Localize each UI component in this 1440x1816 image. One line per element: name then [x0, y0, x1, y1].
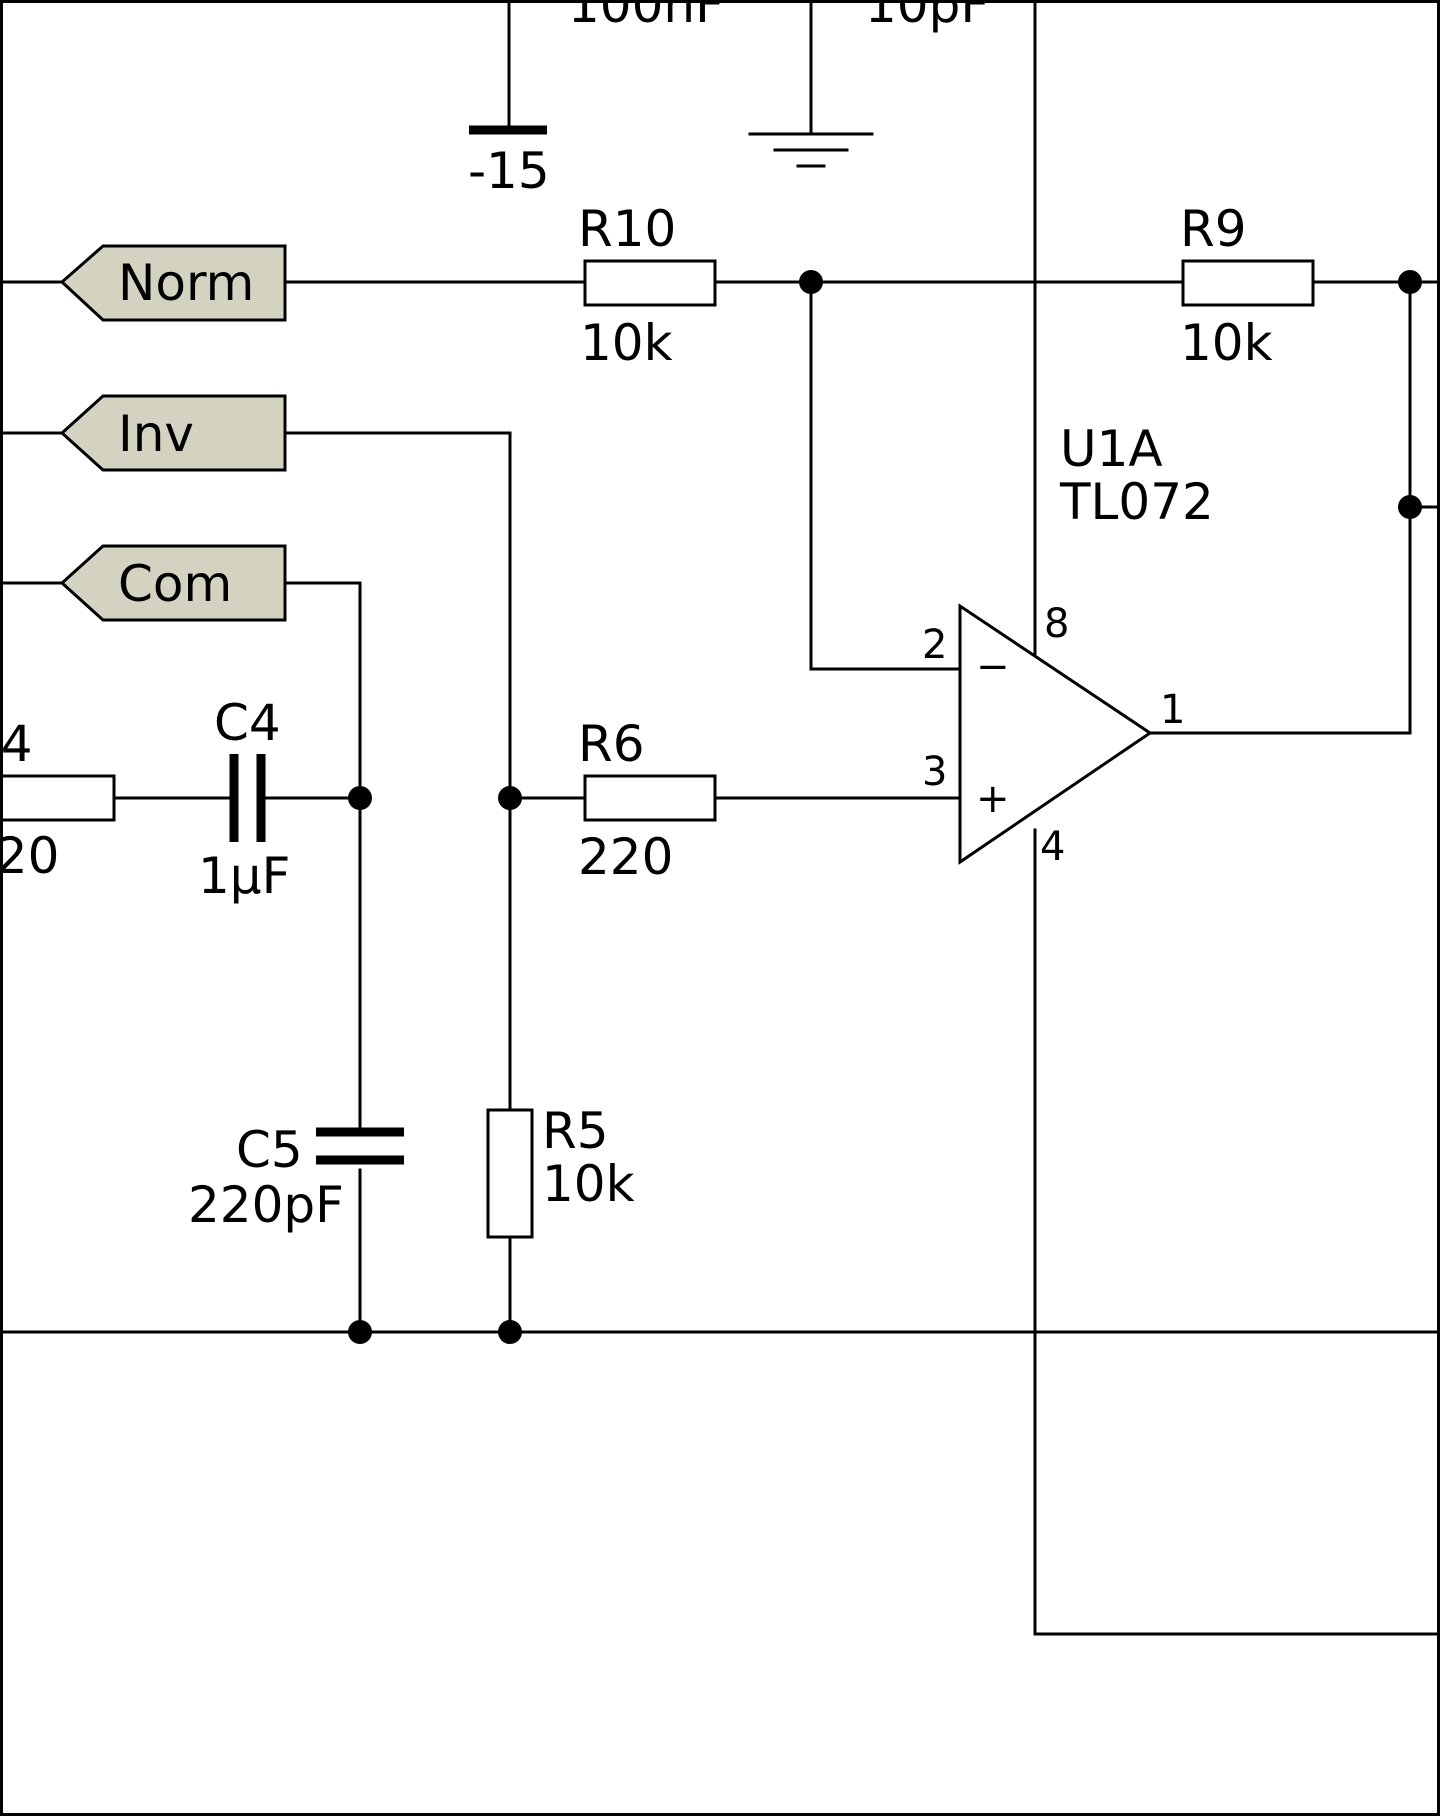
r6-ref: R6 [578, 715, 645, 773]
resistor-r10 [583, 259, 717, 307]
junction-c4-com [348, 786, 372, 810]
resistor-r5 [486, 1108, 534, 1239]
r10-ref: R10 [578, 200, 676, 258]
opamp-u1a [958, 603, 1412, 865]
opamp-plus-sign: + [976, 776, 1010, 822]
u1a-ref: U1A [1060, 420, 1163, 478]
resistor-r4 [0, 774, 116, 822]
r6-value: 220 [578, 828, 673, 886]
junction-r10-opamp [799, 270, 823, 294]
r10-value: 10k [580, 314, 673, 372]
c5-ref: C5 [236, 1121, 303, 1179]
resistor-r9 [1181, 259, 1315, 307]
top-cap-right-value: 10pF [865, 0, 989, 34]
negative-supply-symbol [469, 0, 547, 135]
opamp-pin-2: 2 [922, 622, 947, 668]
resistor-r6 [583, 774, 717, 822]
com-net-wire [0, 581, 362, 1334]
opamp-pin-4: 4 [1040, 824, 1065, 870]
net-label-com: Com [59, 544, 287, 622]
supply-rail-wire [1033, 0, 1440, 1636]
junction-c5-rail [348, 1320, 372, 1344]
r9-value: 10k [1180, 314, 1273, 372]
opamp-pin-1: 1 [1160, 687, 1185, 733]
r4-value: 220 [0, 827, 59, 885]
c4-value: 1µF [198, 847, 290, 905]
net-label-inv-text: Inv [118, 405, 194, 463]
negative-supply-label: -15 [468, 142, 550, 200]
r4-ref: R4 [0, 715, 33, 773]
opamp-pin-8: 8 [1044, 601, 1069, 647]
net-label-com-text: Com [118, 555, 232, 613]
junction-r5-rail [498, 1320, 522, 1344]
ground-symbol [748, 0, 874, 168]
r5-ref: R5 [542, 1102, 609, 1160]
u1a-part: TL072 [1059, 473, 1214, 531]
opamp-minus-sign: − [976, 644, 1010, 690]
capacitor-c4 [229, 754, 266, 842]
r9-ref: R9 [1180, 200, 1247, 258]
r5-value: 10k [542, 1155, 635, 1213]
top-cap-left-value: 100nF [568, 0, 724, 34]
capacitor-c5 [316, 1127, 404, 1165]
net-label-inv: Inv [59, 394, 287, 472]
c5-value: 220pF [188, 1176, 344, 1234]
net-label-norm: Norm [59, 244, 287, 322]
c4-ref: C4 [214, 694, 281, 752]
opamp-pin-3: 3 [922, 749, 947, 795]
net-label-norm-text: Norm [118, 254, 254, 312]
